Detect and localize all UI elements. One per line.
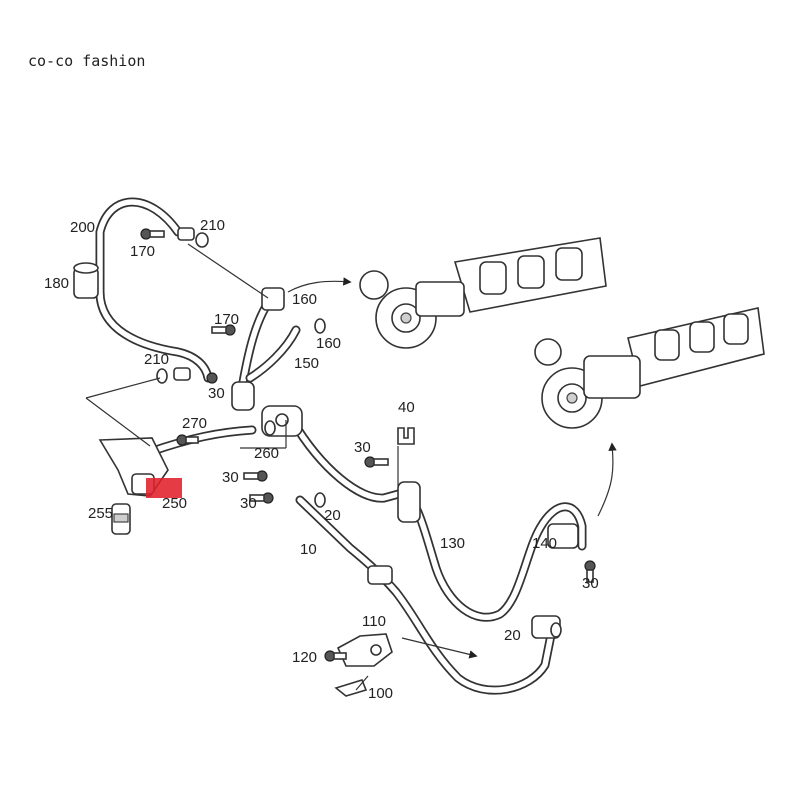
label-30-lower: 30 <box>240 495 257 512</box>
label-170-mid: 170 <box>214 311 239 328</box>
bracket-100 <box>334 679 368 697</box>
label-30-upper: 30 <box>208 385 225 402</box>
label-100: 100 <box>368 685 393 702</box>
label-250: 250 <box>162 495 187 512</box>
plug-255 <box>111 503 131 535</box>
watermark-text: co-co fashion <box>28 52 146 70</box>
label-40: 40 <box>398 399 415 416</box>
label-260: 260 <box>254 445 279 462</box>
clip-40 <box>397 427 415 445</box>
label-160-right: 160 <box>316 335 341 352</box>
direction-arrows <box>287 277 617 659</box>
lower-turbocharger <box>534 307 765 429</box>
label-10: 10 <box>300 541 317 558</box>
label-200: 200 <box>70 219 95 236</box>
label-120: 120 <box>292 649 317 666</box>
label-180: 180 <box>44 275 69 292</box>
label-30-left: 30 <box>222 469 239 486</box>
label-130: 130 <box>440 535 465 552</box>
label-210-mid: 210 <box>144 351 169 368</box>
label-20-right: 20 <box>504 627 521 644</box>
oil-line-270 <box>145 425 257 457</box>
oil-line-200 <box>95 197 213 383</box>
label-140: 140 <box>532 535 557 552</box>
leader-lines <box>85 243 399 691</box>
label-150: 150 <box>294 355 319 372</box>
label-30-right: 30 <box>582 575 599 592</box>
label-210-top: 210 <box>200 217 225 234</box>
oil-return-line-130 <box>287 415 587 622</box>
bracket-110 <box>336 633 393 667</box>
label-170-top: 170 <box>130 243 155 260</box>
label-30-center: 30 <box>354 439 371 456</box>
part-180 <box>73 262 99 299</box>
label-160-top: 160 <box>292 291 317 308</box>
part-labels: 200 210 170 180 160 170 160 150 210 30 2… <box>44 217 599 702</box>
seal-rings <box>156 232 562 638</box>
label-270: 270 <box>182 415 207 432</box>
highlighted-part-250 <box>146 478 182 498</box>
label-110: 110 <box>362 613 386 630</box>
label-255: 255 <box>88 505 113 522</box>
label-20-left: 20 <box>324 507 341 524</box>
bolts <box>140 227 596 662</box>
upper-turbocharger <box>359 237 607 349</box>
